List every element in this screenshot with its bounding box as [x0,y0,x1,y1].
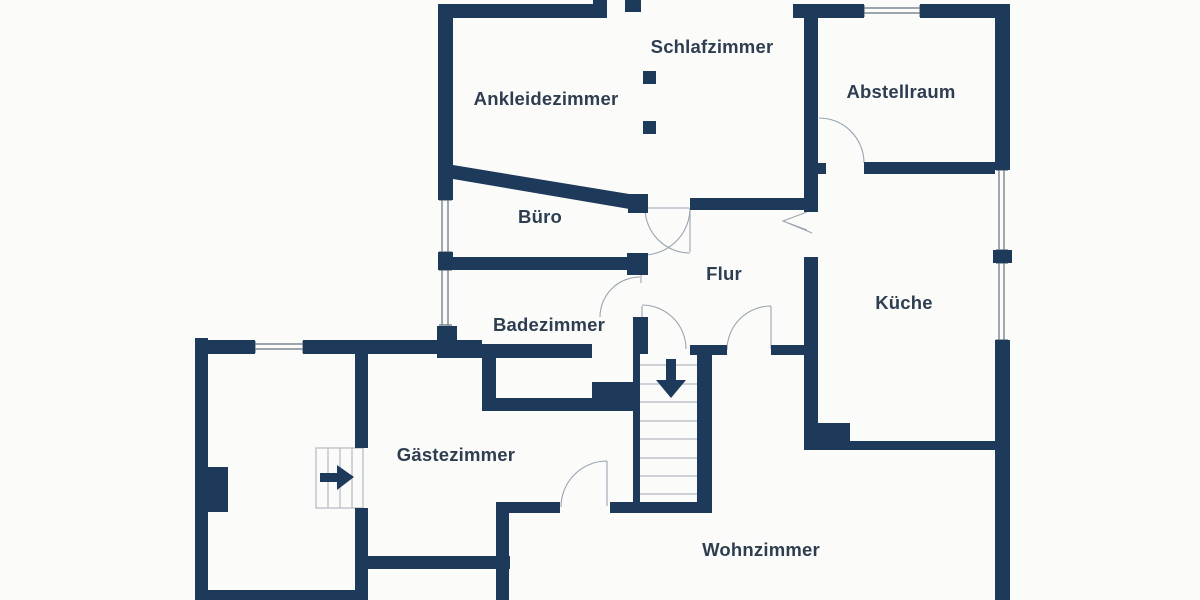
window-buero-icon [439,199,452,253]
room-label-buero: Büro [518,206,562,227]
door-abstellraum-icon [818,117,865,164]
room-label-abstellraum: Abstellraum [846,81,956,102]
room-label-ankleidezimmer: Ankleidezimmer [473,88,619,109]
window-bay-icon [254,341,304,353]
room-label-schlafzimmer: Schlafzimmer [650,36,774,57]
room-label-gaestezimmer: Gästezimmer [396,444,516,465]
pillar [643,121,656,134]
window-kueche-lower-icon [996,262,1008,341]
room-label-wohnzimmer: Wohnzimmer [702,539,820,560]
room-label-flur: Flur [706,263,742,284]
window-lines [254,5,1008,353]
steps-right-arrow-icon [320,465,354,490]
main-staircase [640,359,697,495]
window-abstellraum-icon [863,5,921,17]
door-arcs [560,117,865,508]
door-wohnzimmer-flur-icon [726,305,772,351]
stairs-down-arrow-icon [656,359,686,398]
window-badezimmer-icon [439,269,452,326]
walls [195,0,1012,600]
window-kueche-upper-icon [996,169,1008,251]
pillar [643,71,656,84]
door-buero-icon [644,207,691,256]
room-label-badezimmer: Badezimmer [492,314,606,335]
entry-steps [315,447,364,509]
room-label-kueche: Küche [875,292,933,313]
passage-kueche-icon [781,211,813,234]
door-wohnzimmer-corridor-icon [560,460,608,508]
